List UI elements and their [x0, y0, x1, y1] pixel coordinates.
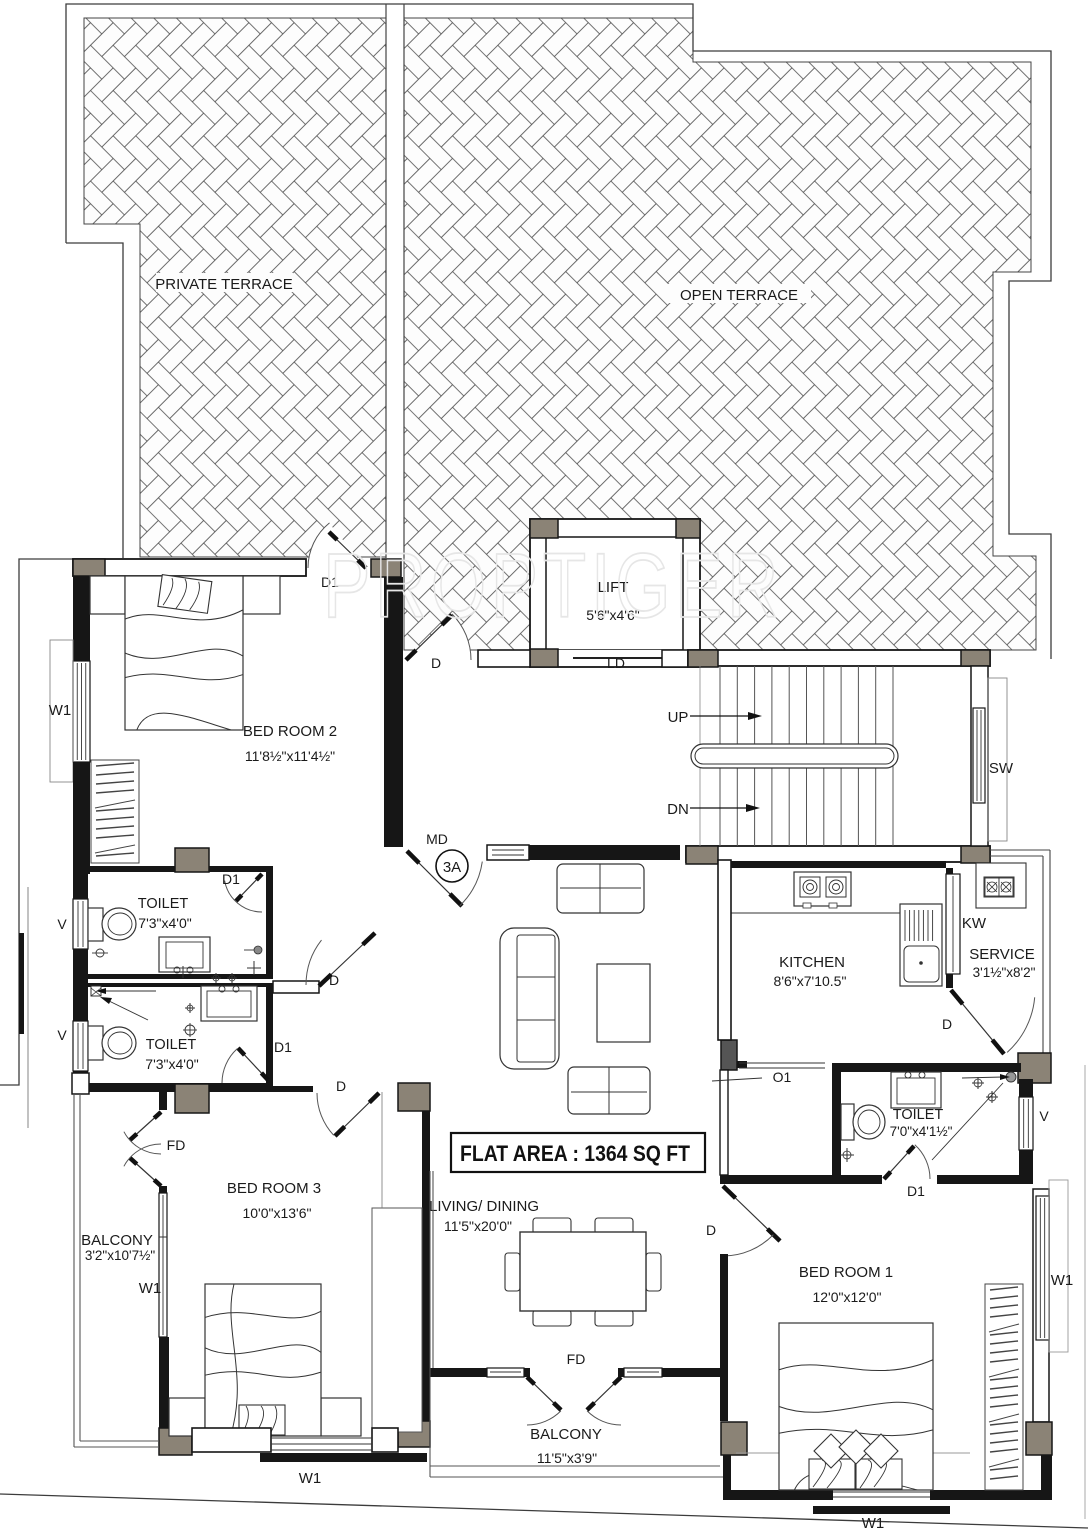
svg-text:SERVICE: SERVICE	[969, 946, 1035, 963]
svg-text:5'6"x4'6": 5'6"x4'6"	[586, 607, 639, 623]
svg-text:LIFT: LIFT	[598, 579, 629, 596]
svg-text:TOILET: TOILET	[146, 1037, 197, 1053]
svg-text:D: D	[329, 972, 339, 988]
svg-text:W1: W1	[49, 702, 72, 719]
svg-text:V: V	[57, 916, 67, 932]
svg-text:LIVING/ DINING: LIVING/ DINING	[429, 1198, 539, 1215]
svg-text:D1: D1	[907, 1183, 925, 1199]
svg-text:PRIVATE TERRACE: PRIVATE TERRACE	[155, 276, 293, 293]
svg-text:TOILET: TOILET	[138, 896, 189, 912]
svg-text:UP: UP	[668, 709, 689, 726]
svg-text:D: D	[942, 1016, 952, 1032]
svg-text:D1: D1	[222, 871, 240, 887]
svg-text:8'6"x7'10.5": 8'6"x7'10.5"	[774, 973, 847, 989]
svg-text:W1: W1	[862, 1515, 885, 1531]
svg-text:D: D	[336, 1078, 346, 1094]
svg-text:11'5"x3'9": 11'5"x3'9"	[537, 1450, 597, 1466]
svg-text:3'2"x10'7½": 3'2"x10'7½"	[85, 1248, 155, 1263]
svg-text:LD: LD	[607, 655, 625, 671]
svg-text:D: D	[706, 1222, 716, 1238]
svg-text:BED ROOM 3: BED ROOM 3	[227, 1180, 321, 1197]
svg-text:7'3"x4'0": 7'3"x4'0"	[138, 915, 191, 931]
svg-text:PROPTIGER: PROPTIGER	[323, 535, 783, 637]
svg-text:W1: W1	[299, 1470, 322, 1487]
svg-text:10'0"x13'6": 10'0"x13'6"	[242, 1205, 311, 1221]
svg-text:7'3"x4'0": 7'3"x4'0"	[145, 1056, 198, 1072]
svg-text:BED ROOM 2: BED ROOM 2	[243, 723, 337, 740]
svg-text:BALCONY: BALCONY	[530, 1426, 602, 1443]
svg-text:KW: KW	[962, 915, 987, 932]
svg-text:DN: DN	[667, 801, 689, 818]
svg-text:W1: W1	[1051, 1272, 1074, 1289]
svg-text:D1: D1	[274, 1039, 292, 1055]
svg-text:OPEN TERRACE: OPEN TERRACE	[680, 287, 798, 304]
svg-text:BED ROOM 1: BED ROOM 1	[799, 1264, 893, 1281]
svg-text:12'0"x12'0": 12'0"x12'0"	[812, 1289, 881, 1305]
svg-text:TOILET: TOILET	[893, 1107, 944, 1123]
svg-text:D1: D1	[321, 574, 339, 590]
svg-text:V: V	[57, 1027, 67, 1043]
svg-text:KITCHEN: KITCHEN	[779, 954, 845, 971]
svg-text:3A: 3A	[443, 859, 461, 876]
svg-text:FLAT AREA : 1364 SQ FT: FLAT AREA : 1364 SQ FT	[460, 1141, 690, 1166]
svg-text:11'5"x20'0": 11'5"x20'0"	[444, 1218, 512, 1234]
svg-text:7'0"x4'1½": 7'0"x4'1½"	[890, 1124, 953, 1139]
svg-text:FD: FD	[167, 1137, 186, 1153]
svg-text:SW: SW	[989, 760, 1014, 777]
svg-text:W1: W1	[139, 1280, 162, 1297]
svg-text:D: D	[431, 655, 441, 671]
svg-text:O1: O1	[773, 1069, 792, 1085]
svg-text:V: V	[1039, 1108, 1049, 1124]
svg-text:BALCONY: BALCONY	[81, 1232, 153, 1249]
svg-text:FD: FD	[567, 1351, 586, 1367]
svg-text:MD: MD	[426, 831, 448, 847]
svg-text:3'1½"x8'2": 3'1½"x8'2"	[973, 965, 1036, 980]
svg-text:11'8½"x11'4½": 11'8½"x11'4½"	[245, 748, 335, 764]
